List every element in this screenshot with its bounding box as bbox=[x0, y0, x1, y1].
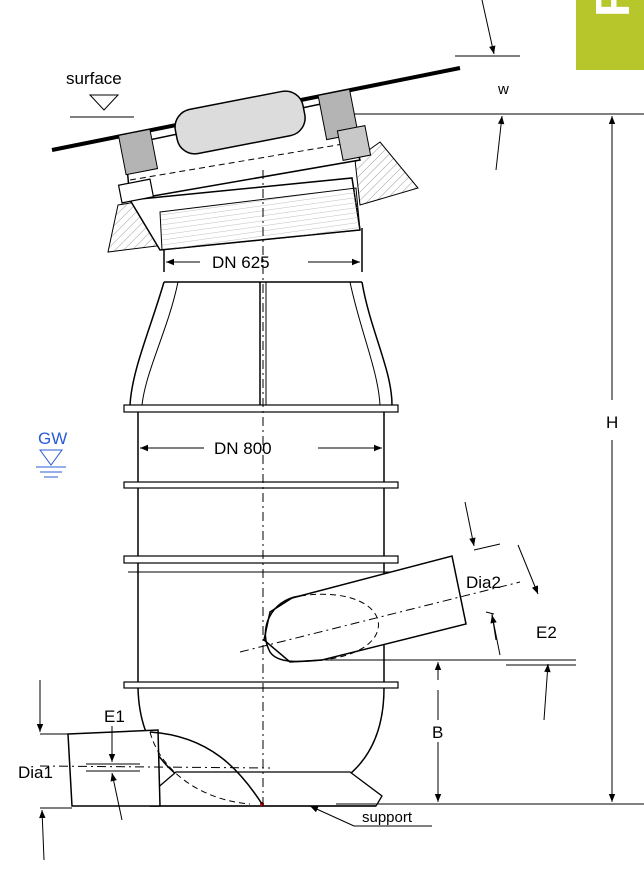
dia2-dimension: Dia2 bbox=[464, 501, 539, 656]
groundwater-marker: GW bbox=[36, 429, 67, 478]
b-label: B bbox=[432, 723, 443, 742]
inlet-pipe-dia2 bbox=[239, 555, 576, 663]
h-dimension: H bbox=[606, 116, 618, 802]
w-label: w bbox=[497, 81, 509, 98]
brand-logo: RO bbox=[576, 0, 644, 70]
w-dimension: w bbox=[481, 0, 509, 171]
dn800-label: DN 800 bbox=[214, 439, 272, 458]
surface-label: surface bbox=[66, 69, 122, 88]
dn625-label: DN 625 bbox=[212, 253, 270, 272]
dia1-dimension: Dia1 bbox=[18, 680, 53, 861]
h-label: H bbox=[606, 413, 618, 432]
support-callout: support bbox=[309, 805, 432, 827]
e2-dimension: E2 bbox=[506, 623, 576, 721]
brand-text: RO bbox=[587, 0, 640, 17]
outlet-pipe-dia1 bbox=[39, 729, 271, 809]
shaft-ribs bbox=[123, 404, 399, 689]
shaft-bottom bbox=[137, 687, 385, 807]
shaft-dn625: DN 625 bbox=[163, 228, 363, 283]
e2-label: E2 bbox=[536, 623, 557, 642]
dia2-label: Dia2 bbox=[466, 573, 501, 592]
e1-label: E1 bbox=[104, 707, 125, 726]
b-dimension: B bbox=[432, 662, 443, 802]
cover-assembly bbox=[107, 88, 419, 253]
cone-transition bbox=[129, 281, 393, 406]
support-label: support bbox=[362, 809, 413, 826]
surface-marker: surface bbox=[66, 69, 134, 118]
dia1-label: Dia1 bbox=[18, 763, 53, 782]
e1-dimension: E1 bbox=[86, 707, 140, 821]
gw-label: GW bbox=[38, 429, 67, 448]
